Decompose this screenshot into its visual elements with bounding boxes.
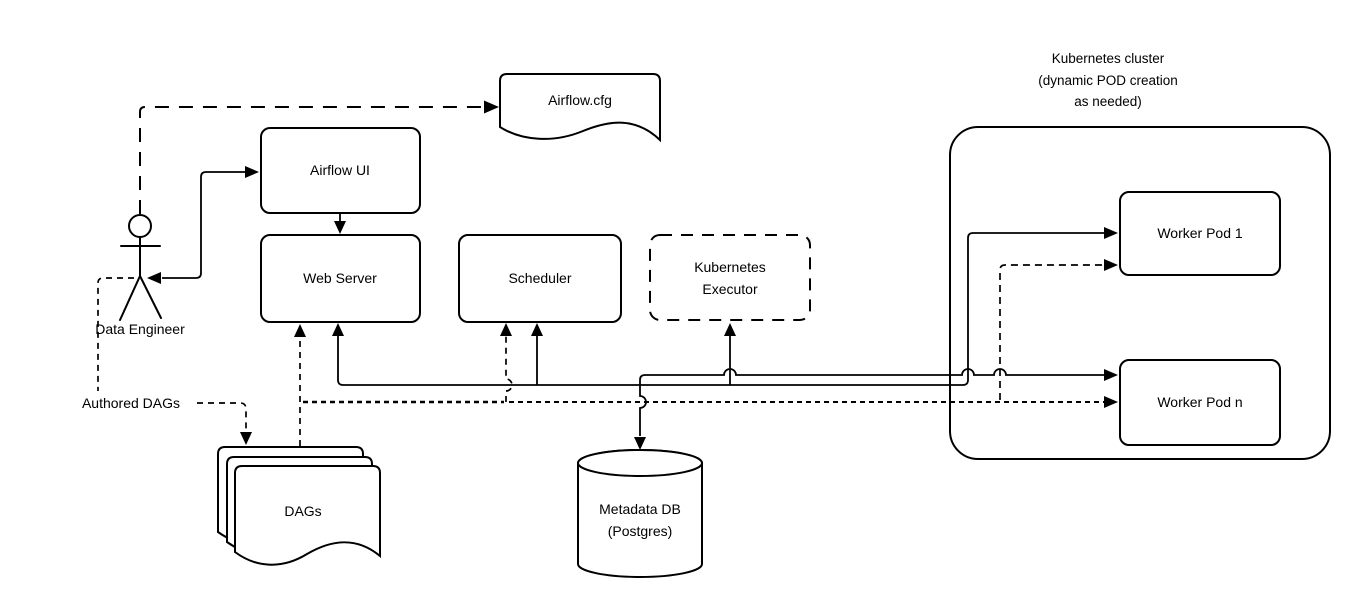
edge-upper-bus-metadata-workerpodn [639, 368, 1104, 436]
arrowhead-into-dags [240, 432, 252, 445]
edge-authored-dags-part1 [97, 277, 134, 391]
worker-pod-1-box [1119, 191, 1281, 276]
kubernetes-executor-box [649, 234, 811, 321]
worker-pod-n-label: Worker Pod n [1157, 394, 1242, 410]
node-airflow-cfg: Airflow.cfg [499, 73, 661, 143]
edge-engineer-to-cfg [139, 106, 484, 214]
arrowhead-into-worker-pod-1 [1104, 227, 1118, 239]
worker-pod-n-box [1119, 359, 1281, 446]
worker-pod-1-label: Worker Pod 1 [1157, 225, 1243, 241]
kubernetes-cluster-label-line2: (dynamic POD creation [1038, 73, 1178, 88]
node-worker-pod-1: Worker Pod 1 [1119, 191, 1281, 276]
web-server-box [260, 234, 421, 323]
dags-page-front [234, 465, 381, 566]
node-dags: DAGs [217, 446, 381, 566]
web-server-label: Web Server [303, 270, 377, 286]
arrowhead-dashed-into-worker-pod-n [1104, 396, 1118, 408]
node-scheduler: Scheduler [458, 234, 622, 323]
arrowhead-dashed-into-worker-pod-1 [1104, 259, 1118, 271]
arrowhead-bus-into-webserver [332, 323, 344, 336]
kubernetes-cluster-label-line3: as needed) [1074, 94, 1142, 109]
scheduler-label: Scheduler [508, 270, 571, 286]
arrowhead-ui-into-webserver [334, 221, 346, 234]
arrowhead-dags-into-webserver [294, 324, 306, 337]
metadata-db-label-line2: (Postgres) [608, 523, 673, 539]
airflow-ui-label: Airflow UI [310, 162, 370, 178]
arrowhead-dashed-into-scheduler [500, 323, 512, 336]
airflow-cfg-label: Airflow.cfg [548, 92, 612, 108]
authored-dags-edge-label: Authored DAGs [82, 395, 180, 411]
metadata-db-top [577, 449, 703, 477]
airflow-cfg-shape [499, 73, 661, 143]
node-worker-pod-n: Worker Pod n [1119, 359, 1281, 446]
arrowhead-solid-into-worker-pod-n [1104, 369, 1118, 381]
arrowhead-bus-into-scheduler [531, 323, 543, 336]
arrowhead-into-metadata-db [634, 437, 646, 450]
kubernetes-executor-label-line1: Kubernetes [694, 259, 766, 275]
node-web-server: Web Server [260, 234, 421, 323]
edge-dashed-bus-to-worker-pod-1 [999, 264, 1104, 400]
edge-engineer-airflow-ui [162, 171, 245, 279]
arrowhead-into-airflow-cfg [484, 100, 499, 114]
metadata-db-label-line1: Metadata DB [599, 501, 681, 517]
data-engineer-head [128, 214, 152, 238]
data-engineer-legs [119, 275, 162, 321]
node-metadata-db: Metadata DB (Postgres) [577, 449, 703, 578]
arrowhead-bus-into-executor [724, 323, 736, 336]
node-data-engineer: Data Engineer [95, 214, 185, 337]
arrowhead-into-airflow-ui [245, 166, 259, 178]
data-engineer-label: Data Engineer [95, 321, 185, 337]
arrowhead-into-data-engineer [147, 272, 161, 284]
edge-dashed-bus-to-scheduler [505, 336, 513, 402]
node-kubernetes-executor: Kubernetes Executor [649, 234, 811, 321]
edge-solid-bus-to-worker-pod-1 [337, 232, 1104, 386]
edge-authored-dags-part2 [197, 402, 247, 431]
scheduler-box [458, 234, 622, 323]
node-airflow-ui: Airflow UI [260, 127, 421, 214]
kubernetes-executor-label-line2: Executor [702, 281, 758, 297]
dags-label: DAGs [284, 503, 321, 519]
kubernetes-cluster-label-line1: Kubernetes cluster [1052, 51, 1165, 66]
